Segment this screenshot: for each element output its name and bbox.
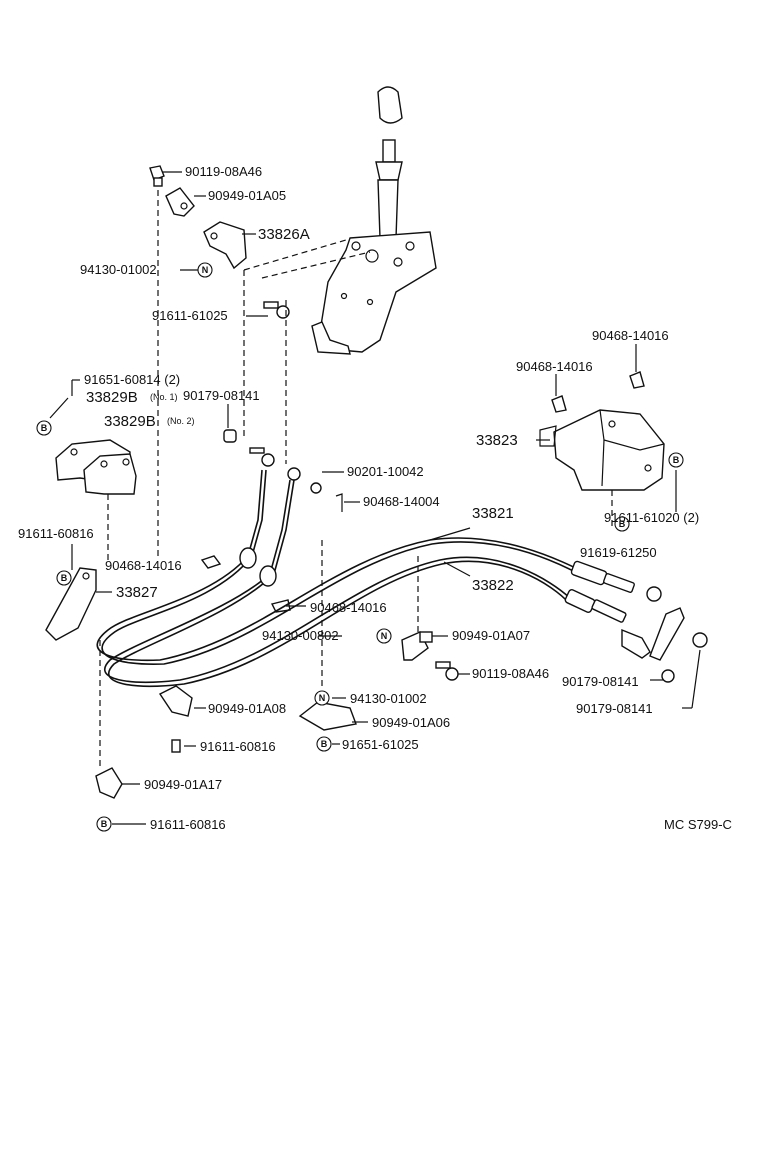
clip-90468-14016-mid <box>200 555 222 569</box>
label-94130-01002-top: 94130-01002 <box>80 262 157 277</box>
clamp-90949-01A07 <box>401 631 433 661</box>
svg-text:B: B <box>101 819 108 829</box>
cable-sleeves <box>239 547 685 661</box>
bracket-33827 <box>45 567 97 641</box>
label-90949-01A05: 90949-01A05 <box>208 188 286 203</box>
label-91611-61020: 91611-61020 (2) <box>604 510 699 525</box>
marker-b-91651-61025: B <box>316 736 332 752</box>
marker-n-94130-00802: N <box>376 628 392 644</box>
bolt-91611-60816-mid <box>171 739 181 753</box>
label-94130-00802: 94130-00802 <box>262 628 339 643</box>
marker-n-94130-01002-low: N <box>314 690 330 706</box>
label-90468-14016-mid: 90468-14016 <box>105 558 182 573</box>
label-90949-01A06: 90949-01A06 <box>372 715 450 730</box>
svg-text:N: N <box>202 265 209 275</box>
bolt-90119-08A46-top <box>149 165 165 187</box>
label-90119-08A46-top: 90119-08A46 <box>185 164 262 179</box>
marker-b-91611-61020: B <box>668 452 684 468</box>
nut-90179-08141-r1 <box>661 669 675 683</box>
bracket-33823 <box>539 409 665 491</box>
label-90119-08A46-low: 90119-08A46 <box>472 666 549 681</box>
clip-90468-14004 <box>335 493 343 512</box>
label-90949-01A17: 90949-01A17 <box>144 777 222 792</box>
clamp-90949-01A17 <box>95 767 123 799</box>
marker-b-91619-61250: B <box>614 516 630 532</box>
svg-text:B: B <box>61 573 68 583</box>
label-33822: 33822 <box>472 577 514 594</box>
bushing-90179-08141-top <box>223 429 237 443</box>
label-90468-14016-r2: 90468-14016 <box>592 328 669 343</box>
shift-lever-assembly <box>311 86 437 355</box>
marker-n-94130-01002-top: N <box>197 262 213 278</box>
label-90468-14016-low: 90468-14016 <box>310 600 387 615</box>
svg-text:B: B <box>673 455 680 465</box>
clamp-90949-01A05 <box>165 187 195 217</box>
marker-b-91651-60814: B <box>36 420 52 436</box>
figure-code: MC S799-C <box>664 817 732 832</box>
label-33827: 33827 <box>116 584 158 601</box>
label-91619-61250: 91619-61250 <box>580 545 657 560</box>
label-33821: 33821 <box>472 505 514 522</box>
marker-b-91611-60816-bot: B <box>96 816 112 832</box>
label-90179-08141-top: 90179-08141 <box>183 388 260 403</box>
nut-90179-08141-r2 <box>692 632 708 648</box>
svg-text:N: N <box>319 693 326 703</box>
part-labels: 90119-08A46 90949-01A05 33826A 94130-010… <box>18 164 732 832</box>
cable-end-right <box>287 467 301 481</box>
svg-text:N: N <box>381 631 388 641</box>
label-no2: (No. 2) <box>167 416 195 426</box>
marker-b-91611-60816-left: B <box>56 570 72 586</box>
cable-end-left <box>249 447 275 467</box>
label-33829B-no1: 33829B <box>86 389 138 406</box>
label-no1: (No. 1) <box>150 392 178 402</box>
label-90949-01A07: 90949-01A07 <box>452 628 530 643</box>
clamp-90949-01A06 <box>298 701 357 731</box>
svg-text:B: B <box>321 739 328 749</box>
svg-text:B: B <box>619 519 626 529</box>
clamp-90949-01A08 <box>158 685 193 717</box>
label-90949-01A08: 90949-01A08 <box>208 701 286 716</box>
label-94130-01002-low: 94130-01002 <box>350 691 427 706</box>
label-91611-60816-left: 91611-60816 <box>18 526 94 541</box>
label-91611-60816-bot: 91611-60816 <box>150 817 226 832</box>
leader-lines <box>49 171 701 825</box>
label-33823: 33823 <box>476 432 518 449</box>
label-33826A: 33826A <box>258 226 310 243</box>
label-91611-61025: 91611-61025 <box>152 308 228 323</box>
cable-33821 <box>96 469 591 666</box>
svg-text:B: B <box>41 423 48 433</box>
label-90179-08141-r1: 90179-08141 <box>562 674 639 689</box>
bracket-33826A <box>203 221 247 270</box>
dashed-guides <box>99 190 613 770</box>
label-90468-14016-r1: 90468-14016 <box>516 359 593 374</box>
label-91651-60814: 91651-60814 (2) <box>84 372 180 387</box>
label-91651-61025: 91651-61025 <box>342 737 419 752</box>
washer-90201-10042 <box>310 482 322 494</box>
clip-90468-14016-r2 <box>629 371 645 389</box>
label-90179-08141-r2: 90179-08141 <box>576 701 653 716</box>
bolt-90119-08A46-low <box>435 661 459 681</box>
label-90201-10042: 90201-10042 <box>347 464 424 479</box>
label-91611-60816-mid: 91611-60816 <box>200 739 276 754</box>
label-33829B-no2: 33829B <box>104 413 156 430</box>
bracket-33829B-no2 <box>83 453 137 495</box>
label-90468-14004: 90468-14004 <box>363 494 440 509</box>
clip-90468-14016-r1 <box>551 395 567 413</box>
cable-33822 <box>103 479 571 687</box>
